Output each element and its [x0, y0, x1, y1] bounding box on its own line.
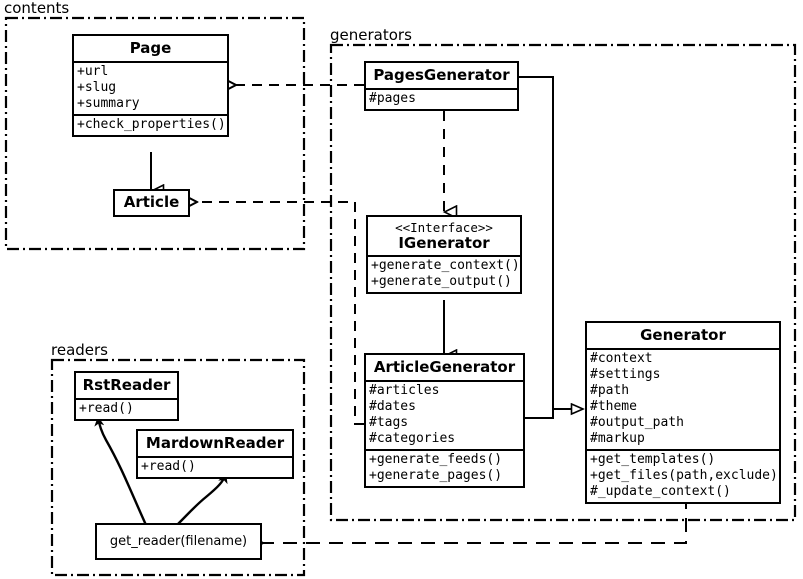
- attribute: #categories: [369, 431, 456, 446]
- attribute: #tags: [369, 415, 409, 430]
- class-name-mardownreader: MardownReader: [145, 434, 285, 452]
- attribute: #settings: [590, 367, 661, 382]
- package-label-contents: contents: [3, 0, 72, 17]
- class-box-rstreader[interactable]: RstReader +read(): [74, 371, 179, 421]
- method: +check_properties(): [77, 117, 226, 132]
- class-attributes-articlegenerator: #articles #dates #tags #categories: [366, 382, 523, 449]
- attribute: #context: [590, 351, 653, 366]
- class-stereotype-igenerator: <<Interface>>: [395, 220, 493, 235]
- class-attributes-generator: #context #settings #path #theme #output_…: [587, 350, 779, 449]
- method: +get_files(path,exclude): [590, 468, 778, 483]
- class-methods-rstreader: +read(): [76, 400, 177, 419]
- class-name-rstreader: RstReader: [82, 376, 171, 394]
- relation-articlegenerator-to-generator: [525, 409, 554, 419]
- method: #_update_context(): [590, 484, 731, 499]
- function-label: get_reader(filename): [109, 534, 248, 549]
- attribute: #path: [590, 383, 630, 398]
- class-name-generator: Generator: [640, 326, 726, 344]
- relation-getreader-to-mardownreader: [176, 473, 228, 526]
- attribute: #pages: [369, 91, 416, 106]
- class-name-articlegenerator: ArticleGenerator: [373, 358, 516, 376]
- class-box-article[interactable]: Article: [113, 189, 190, 217]
- attribute: #articles: [369, 383, 440, 398]
- class-methods-page: +check_properties(): [74, 116, 227, 135]
- class-methods-generator: +get_templates() +get_files(path,exclude…: [587, 451, 779, 502]
- class-name-pagesgenerator: PagesGenerator: [373, 66, 510, 84]
- function-box-get-reader[interactable]: get_reader(filename): [95, 523, 262, 560]
- class-name-igenerator: IGenerator: [398, 234, 490, 252]
- class-box-page[interactable]: Page +url +slug +summary +check_properti…: [72, 34, 229, 137]
- attribute: #output_path: [590, 415, 684, 430]
- attribute: #markup: [590, 431, 645, 446]
- attribute: +url: [77, 64, 109, 79]
- class-box-generator[interactable]: Generator #context #settings #path #them…: [585, 321, 781, 504]
- method: +generate_context(): [371, 258, 520, 273]
- attribute: #dates: [369, 399, 416, 414]
- class-box-pagesgenerator[interactable]: PagesGenerator #pages: [364, 61, 519, 111]
- attribute: +slug: [77, 80, 117, 95]
- class-methods-mardownreader: +read(): [138, 458, 292, 477]
- relation-articlegenerator-to-article: [197, 202, 364, 425]
- package-label-generators: generators: [329, 26, 414, 44]
- attribute: +summary: [77, 96, 140, 111]
- package-label-readers: readers: [50, 341, 110, 359]
- relation-pagesgenerator-to-generator: [519, 76, 583, 409]
- class-methods-igenerator: +generate_context() +generate_output(): [368, 257, 520, 292]
- method: +generate_feeds(): [369, 452, 503, 467]
- class-methods-articlegenerator: +generate_feeds() +generate_pages(): [366, 451, 523, 486]
- class-name-page: Page: [129, 39, 172, 57]
- method: +read(): [79, 401, 134, 416]
- class-box-igenerator[interactable]: <<Interface>> IGenerator +generate_conte…: [366, 215, 522, 294]
- class-box-mardownreader[interactable]: MardownReader +read(): [136, 429, 294, 479]
- class-attributes-pagesgenerator: #pages: [366, 90, 517, 109]
- method: +read(): [141, 459, 196, 474]
- class-name-article: Article: [123, 193, 180, 211]
- method: +get_templates(): [590, 452, 716, 467]
- class-box-articlegenerator[interactable]: ArticleGenerator #articles #dates #tags …: [364, 353, 525, 488]
- class-attributes-page: +url +slug +summary: [74, 63, 227, 114]
- method: +generate_output(): [371, 274, 512, 289]
- attribute: #theme: [590, 399, 637, 414]
- method: +generate_pages(): [369, 468, 503, 483]
